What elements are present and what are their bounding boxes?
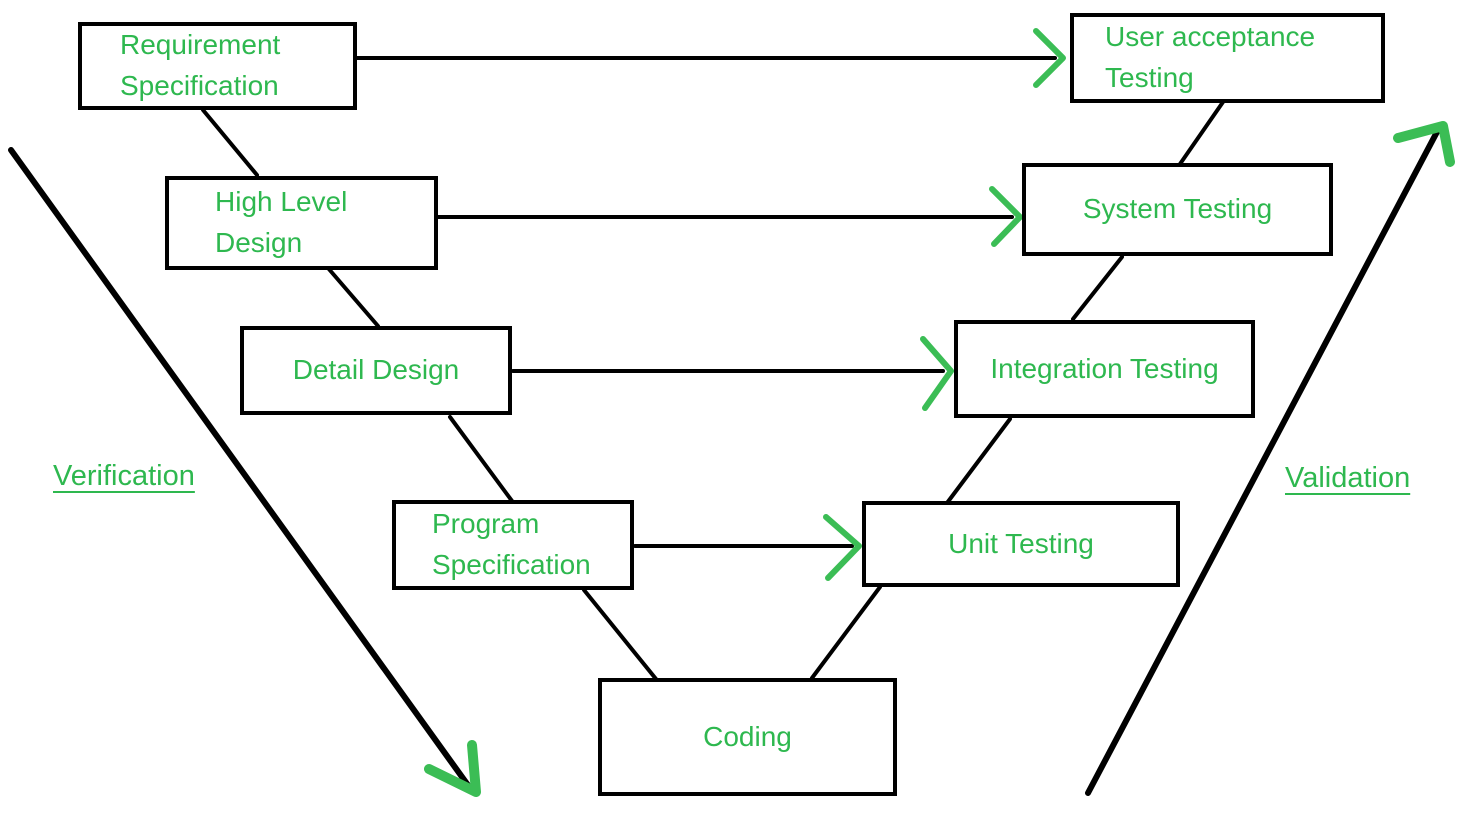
box-integration-testing: Integration Testing [954,320,1255,418]
arrowhead-unit-icon [823,514,862,581]
verification-arrowhead-icon [424,740,481,797]
box-label: High Level Design [215,186,348,258]
arrowhead-uat-icon [1033,28,1066,88]
connector-system-to-uat [1178,100,1225,166]
box-detail-design: Detail Design [240,326,512,415]
connector-requirement-to-highlevel [201,108,259,177]
box-label: System Testing [1082,193,1273,225]
connector-program-to-coding [582,588,658,681]
connector-highlevel-to-detail [326,266,380,328]
box-high-level-design: High Level Design [165,176,438,270]
verification-diagonal-line [8,147,473,791]
box-label: Requirement Specification [120,29,281,101]
box-label: Program Specification [432,508,591,580]
box-requirement-specification: Requirement Specification [78,22,357,110]
box-label: Unit Testing [948,527,1094,559]
box-coding: Coding [598,678,897,796]
box-program-specification: Program Specification [392,500,634,590]
box-label: Detail Design [292,354,460,386]
box-system-testing: System Testing [1022,163,1333,256]
connector-unit-to-integration [945,417,1012,505]
box-unit-testing: Unit Testing [862,501,1180,587]
connector-coding-to-unit [810,585,882,680]
verification-label: Verification [53,460,195,492]
box-label: Coding [703,720,792,752]
connector-integration-to-system [1071,255,1124,321]
box-label: Integration Testing [990,352,1219,384]
connector-detail-to-program [448,415,514,503]
box-user-acceptance-testing: User acceptance Testing [1070,13,1385,103]
validation-diagonal-line [1085,127,1441,796]
validation-arrowhead-icon [1393,121,1455,167]
arrowhead-integration-icon [920,336,954,411]
arrowhead-system-icon [989,186,1023,247]
validation-label: Validation [1285,462,1411,494]
box-label: User acceptance Testing [1105,21,1316,93]
